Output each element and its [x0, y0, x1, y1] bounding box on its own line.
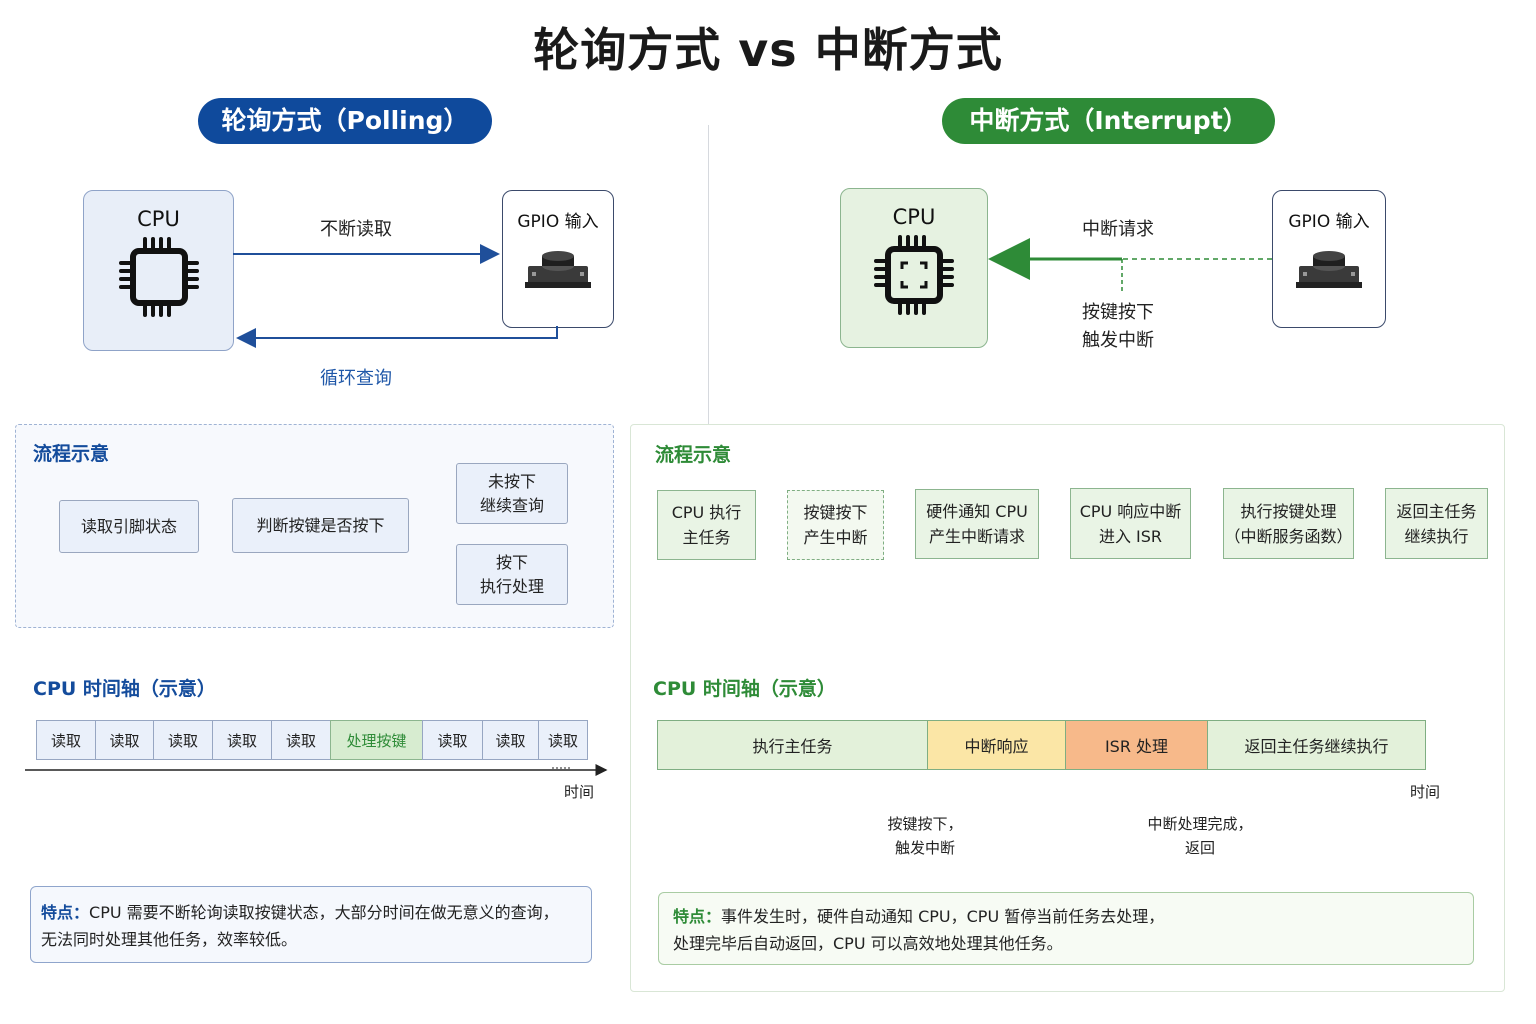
note-line: 处理完毕后自动返回，CPU 可以高效地处理其他任务。: [673, 934, 1063, 953]
timeline-read: 读取: [482, 720, 538, 760]
timeline-return-main: 返回主任务继续执行: [1207, 720, 1426, 770]
timeline-isr: ISR 处理: [1065, 720, 1207, 770]
polling-cpu-box: CPU: [83, 190, 234, 351]
flow-step-line: 产生中断: [803, 528, 868, 547]
note-line: 事件发生时，硬件自动通知 CPU，CPU 暂停当前任务去处理，: [721, 907, 1165, 926]
polling-cpu-label: CPU: [137, 207, 180, 231]
polling-flow-title: 流程示意: [33, 443, 110, 465]
flow-step-line: 硬件通知 CPU: [926, 502, 1028, 521]
flow-read-pin: 读取引脚状态: [59, 500, 199, 553]
interrupt-cpu-label: CPU: [892, 205, 936, 229]
flow-not-pressed-line2: 继续查询: [479, 495, 544, 515]
polling-gpio-label: GPIO 输入: [517, 212, 599, 232]
marker-key-pressed: 按键按下， 触发中断: [860, 812, 990, 860]
flow-step-line: 返回主任务: [1396, 501, 1477, 521]
note-line: CPU 需要不断轮询读取按键状态，大部分时间在做无意义的查询，: [89, 903, 559, 922]
timeline-read: 读取: [36, 720, 95, 760]
push-button-icon: [1296, 251, 1362, 288]
flow-step-line: 执行按键处理: [1240, 501, 1337, 521]
flow-step-line: 主任务: [682, 528, 731, 547]
marker-line: 中断处理完成，: [1147, 815, 1253, 833]
timeline-read: 读取: [95, 720, 153, 760]
read-continuously-label: 不断读取: [320, 219, 392, 240]
flow-return-main: 返回主任务继续执行: [1385, 488, 1488, 559]
trigger-label: 按键按下 触发中断: [1058, 299, 1178, 355]
note-key: 特点：: [673, 907, 722, 926]
cpu-chip-icon: [118, 237, 199, 317]
interrupt-timeline: 执行主任务 中断响应 ISR 处理 返回主任务继续执行: [657, 720, 1426, 770]
flow-step-line: 进入 ISR: [1098, 526, 1163, 546]
note-line: 无法同时处理其他任务，效率较低。: [41, 930, 298, 949]
page-title: 轮询方式 vs 中断方式: [533, 23, 1003, 77]
flow-step-line: 产生中断请求: [928, 527, 1025, 546]
timeline-read: 读取: [212, 720, 271, 760]
flow-key-pressed: 按键按下产生中断: [787, 490, 884, 560]
flow-step-line: CPU 执行: [671, 503, 742, 522]
flow-pressed: 按下 执行处理: [456, 544, 568, 605]
interrupt-cpu-box: CPU: [840, 188, 988, 348]
cpu-chip-icon: [874, 235, 954, 315]
flow-pressed-line2: 执行处理: [479, 576, 544, 596]
interrupt-header: 中断方式（Interrupt）: [942, 98, 1275, 144]
timeline-handle-key: 处理按键: [330, 720, 422, 760]
flow-isr-handler: 执行按键处理 （中断服务函数）: [1223, 488, 1354, 559]
interrupt-request-label: 中断请求: [1082, 219, 1154, 240]
flow-step-line: 继续执行: [1404, 526, 1469, 546]
flow-step-line: 按键按下: [803, 503, 868, 522]
interrupt-note: 特点：事件发生时，硬件自动通知 CPU，CPU 暂停当前任务去处理， 处理完毕后…: [658, 892, 1474, 965]
note-key: 特点：: [41, 903, 90, 922]
push-button-icon: [525, 251, 591, 288]
flow-not-pressed-line1: 未按下: [487, 471, 536, 491]
polling-time-label: 时间: [564, 783, 595, 801]
timeline-read: 读取: [271, 720, 330, 760]
flow-hw-notify: 硬件通知 CPU 产生中断请求: [915, 489, 1039, 559]
interrupt-gpio-label: GPIO 输入: [1288, 212, 1370, 232]
marker-line: 按键按下，: [887, 815, 963, 833]
trigger-line-1: 按键按下: [1082, 302, 1154, 323]
interrupt-time-label: 时间: [1410, 783, 1441, 801]
trigger-line-2: 触发中断: [1082, 330, 1154, 351]
timeline-read: 读取: [422, 720, 482, 760]
polling-note: 特点：CPU 需要不断轮询读取按键状态，大部分时间在做无意义的查询， 无法同时处…: [30, 886, 592, 963]
flow-enter-isr: CPU 响应中断进入 ISR: [1070, 488, 1191, 559]
interrupt-gpio-box: GPIO 输入: [1272, 190, 1386, 328]
timeline-read: 读取: [538, 720, 588, 760]
flow-step-line: （中断服务函数）: [1224, 526, 1353, 546]
marker-line: 返回: [1184, 839, 1215, 857]
loop-query-label: 循环查询: [320, 368, 392, 389]
timeline-interrupt-response: 中断响应: [927, 720, 1065, 770]
divider: [708, 125, 709, 425]
interrupt-timeline-title: CPU 时间轴（示意）: [653, 678, 836, 700]
flow-check-pressed: 判断按键是否按下: [232, 498, 409, 553]
polling-header: 轮询方式（Polling）: [198, 98, 492, 144]
polling-timeline-title: CPU 时间轴（示意）: [33, 678, 216, 700]
flow-cpu-main-task: CPU 执行主任务: [657, 490, 756, 560]
flow-step-line: CPU 响应中断: [1079, 501, 1182, 521]
timeline-main-task: 执行主任务: [657, 720, 927, 770]
polling-timeline: 读取 读取 读取 读取 读取 处理按键 读取 读取 读取: [36, 720, 588, 760]
timeline-read: 读取: [153, 720, 212, 760]
flow-not-pressed: 未按下 继续查询: [456, 463, 568, 524]
flow-pressed-line1: 按下: [495, 552, 528, 572]
marker-line: 触发中断: [894, 839, 955, 857]
marker-isr-done: 中断处理完成， 返回: [1130, 812, 1270, 860]
interrupt-flow-title: 流程示意: [655, 444, 732, 466]
polling-gpio-box: GPIO 输入: [502, 190, 614, 328]
